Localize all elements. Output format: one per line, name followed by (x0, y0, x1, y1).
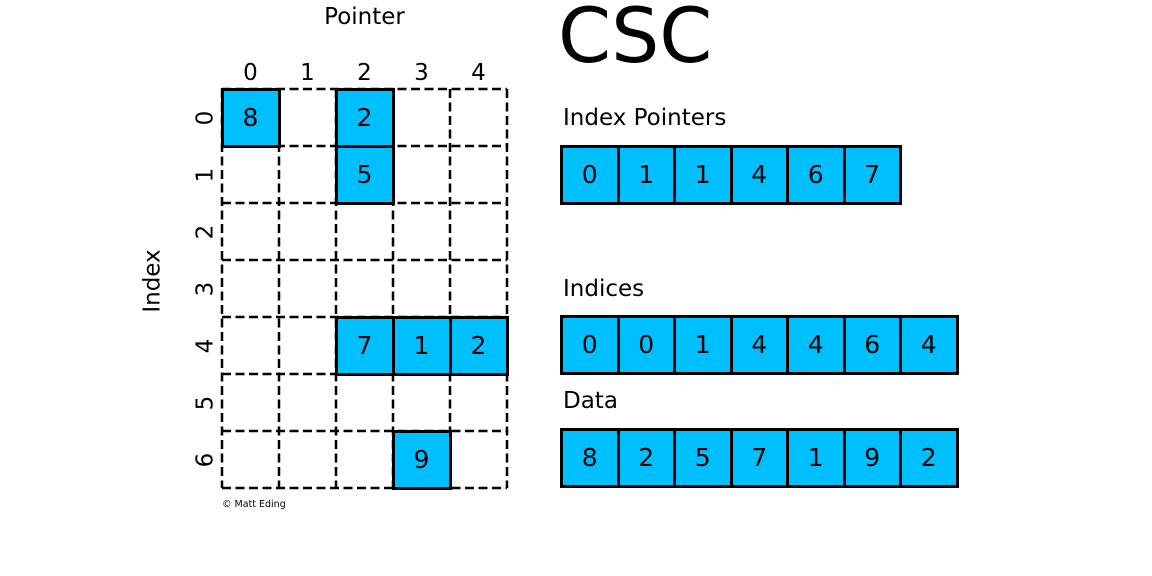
row-label-text: 1 (191, 167, 218, 182)
indices-label: Indices (563, 276, 645, 302)
matrix-cell: 2 (334, 87, 395, 148)
row-label-text: 4 (191, 338, 218, 353)
array-cell: 7 (842, 144, 902, 205)
row-label: 2 (188, 203, 222, 260)
row-label-text: 6 (191, 452, 218, 467)
matrix-cell: 9 (391, 429, 452, 490)
array-cell: 4 (786, 314, 846, 375)
row-label: 3 (188, 260, 222, 317)
copyright: © Matt Eding (222, 499, 286, 510)
data-label: Data (563, 388, 618, 414)
row-label: 4 (188, 317, 222, 374)
array-cell: 1 (673, 144, 733, 205)
array-cell: 0 (616, 314, 676, 375)
array-cell: 0 (560, 144, 620, 205)
array-cell: 4 (899, 314, 959, 375)
array-cell: 9 (842, 427, 902, 488)
pointer-axis-label: Pointer (324, 4, 405, 30)
index-pointers-label: Index Pointers (563, 105, 727, 131)
array-cell: 5 (673, 427, 733, 488)
array-cell: 7 (729, 427, 789, 488)
matrix-cell: 1 (391, 315, 452, 376)
matrix-cell: 5 (334, 144, 395, 205)
array-cell: 6 (842, 314, 902, 375)
row-label: 5 (188, 374, 222, 431)
col-label: 2 (357, 60, 372, 86)
row-label-text: 3 (191, 281, 218, 296)
array-cell: 6 (786, 144, 846, 205)
row-label: 6 (188, 431, 222, 488)
col-label: 4 (471, 60, 486, 86)
index-axis-label: Index (139, 249, 166, 313)
array-cell: 1 (673, 314, 733, 375)
row-label-text: 5 (191, 395, 218, 410)
array-cell: 4 (729, 314, 789, 375)
array-cell: 8 (560, 427, 620, 488)
array-cell: 1 (786, 427, 846, 488)
data-array: 8 2 5 7 1 9 2 (560, 427, 959, 488)
array-cell: 4 (729, 144, 789, 205)
matrix-cell: 2 (448, 315, 509, 376)
row-label-text: 2 (191, 224, 218, 239)
col-label: 1 (300, 60, 315, 86)
page-title: CSC (558, 0, 713, 80)
array-cell: 1 (616, 144, 676, 205)
index-pointers-array: 0 1 1 4 6 7 (560, 144, 902, 205)
array-cell: 0 (560, 314, 620, 375)
array-cell: 2 (616, 427, 676, 488)
indices-array: 0 0 1 4 4 6 4 (560, 314, 959, 375)
row-label: 1 (188, 146, 222, 203)
array-cell: 2 (899, 427, 959, 488)
row-label-text: 0 (191, 110, 218, 125)
matrix-cell: 7 (334, 315, 395, 376)
col-label: 0 (243, 60, 258, 86)
col-label: 3 (414, 60, 429, 86)
matrix-cell: 8 (220, 87, 281, 148)
row-label: 0 (188, 89, 222, 146)
